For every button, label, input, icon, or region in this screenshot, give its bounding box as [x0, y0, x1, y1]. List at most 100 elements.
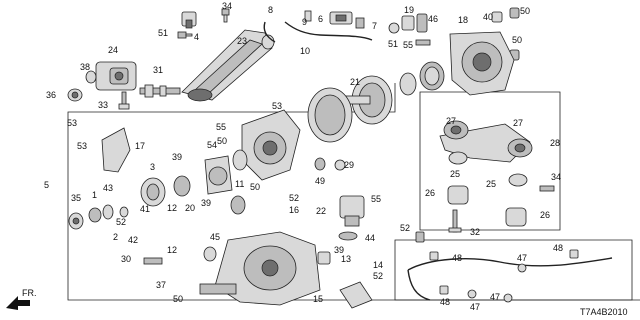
label-26a: 26 [425, 188, 435, 198]
label-16: 16 [289, 205, 299, 215]
label-7: 7 [372, 21, 377, 31]
sensor-13 [317, 251, 331, 265]
bearing-1 [88, 207, 102, 223]
clip-7 [355, 17, 365, 29]
spacer-41 [119, 206, 129, 218]
label-10: 10 [300, 46, 310, 56]
label-45: 45 [210, 232, 220, 242]
label-25a: 25 [450, 169, 460, 179]
label-52a: 52 [116, 217, 126, 227]
label-47b: 47 [490, 292, 500, 302]
o-ring-44 [338, 231, 358, 241]
label-55a: 55 [403, 40, 413, 50]
ring-gear-spacer [399, 72, 417, 96]
label-12b: 12 [167, 245, 177, 255]
label-5: 5 [44, 180, 49, 190]
label-1: 1 [92, 190, 97, 200]
label-17: 17 [135, 141, 145, 151]
label-32: 32 [470, 227, 480, 237]
harness-clip-47a [467, 289, 477, 299]
seal-ring-top [419, 61, 445, 91]
label-22: 22 [316, 206, 326, 216]
ring-gear-21 [341, 75, 393, 125]
breather-tube-10 [284, 21, 373, 41]
label-48b: 48 [440, 297, 450, 307]
label-3: 3 [150, 162, 155, 172]
oil-pump-3 [140, 177, 166, 207]
label-53a: 53 [272, 101, 282, 111]
spacer-43 [102, 204, 114, 220]
clutch-sleeve [307, 87, 353, 143]
differential-mount-arm [181, 29, 275, 102]
label-38: 38 [80, 62, 90, 72]
label-54: 54 [207, 140, 217, 150]
label-14: 14 [373, 260, 383, 270]
label-48a: 48 [452, 253, 462, 263]
clutch-pack-11 [204, 155, 233, 195]
label-55c: 55 [371, 194, 381, 204]
label-4: 4 [194, 32, 199, 42]
label-48c: 48 [553, 243, 563, 253]
callout-labels: 24 38 36 33 31 51 34 4 23 8 9 6 7 10 19 … [22, 1, 628, 317]
label-46: 46 [428, 14, 438, 24]
mount-stopper-25a [448, 151, 468, 165]
o-ring-11 [232, 149, 248, 171]
label-20: 20 [185, 203, 195, 213]
bolt-34a [221, 8, 230, 23]
direction-label: FR. [22, 288, 37, 298]
label-50e: 50 [173, 294, 183, 304]
bushing-36 [67, 88, 83, 102]
front-direction-arrow-icon [6, 296, 30, 310]
label-43: 43 [103, 183, 113, 193]
label-34b: 34 [551, 172, 561, 182]
label-39c: 39 [334, 245, 344, 255]
harness-clip-48b [439, 285, 449, 295]
pinion-35 [68, 212, 84, 230]
label-19: 19 [404, 5, 414, 15]
harness-clip-47b [503, 293, 513, 303]
label-39a: 39 [172, 152, 182, 162]
label-29: 29 [344, 160, 354, 170]
label-12a: 12 [167, 203, 177, 213]
mount-subassembly-frame [419, 91, 561, 231]
bolt-29 [334, 159, 346, 171]
label-37: 37 [156, 280, 166, 290]
label-6: 6 [318, 14, 323, 24]
label-52c: 52 [373, 271, 383, 281]
sensor-plug-19 [401, 15, 415, 31]
label-24: 24 [108, 45, 118, 55]
cap-9 [304, 10, 312, 22]
plug-40 [491, 11, 503, 23]
actuator-15 [339, 281, 373, 309]
label-51b: 51 [388, 39, 398, 49]
label-52d: 52 [400, 223, 410, 233]
seal-45 [203, 246, 217, 262]
bolt-55a [415, 39, 431, 46]
mount-bushing-27b [507, 138, 533, 158]
seal-39a [173, 175, 191, 197]
mount-damper-26a [447, 185, 469, 205]
label-53c: 53 [77, 141, 87, 151]
label-53b: 53 [67, 118, 77, 128]
label-21: 21 [350, 77, 360, 87]
label-18: 18 [458, 15, 468, 25]
label-50a: 50 [520, 6, 530, 16]
bolt-34b [539, 185, 555, 192]
label-9: 9 [302, 17, 307, 27]
label-15: 15 [313, 294, 323, 304]
label-55b: 55 [216, 122, 226, 132]
harness-clip-48c [569, 249, 579, 259]
motor-22 [339, 195, 365, 227]
seal-39b [230, 195, 246, 215]
label-34a: 34 [222, 1, 232, 11]
transfer-housing [241, 109, 301, 181]
mount-bushing-27a [443, 120, 469, 140]
label-11: 11 [235, 179, 244, 189]
clip-4 [181, 11, 197, 29]
label-27a: 27 [446, 116, 456, 126]
label-31: 31 [153, 65, 163, 75]
label-42: 42 [128, 235, 138, 245]
label-40: 40 [483, 12, 493, 22]
label-44: 44 [365, 233, 375, 243]
connector-46 [416, 13, 428, 33]
